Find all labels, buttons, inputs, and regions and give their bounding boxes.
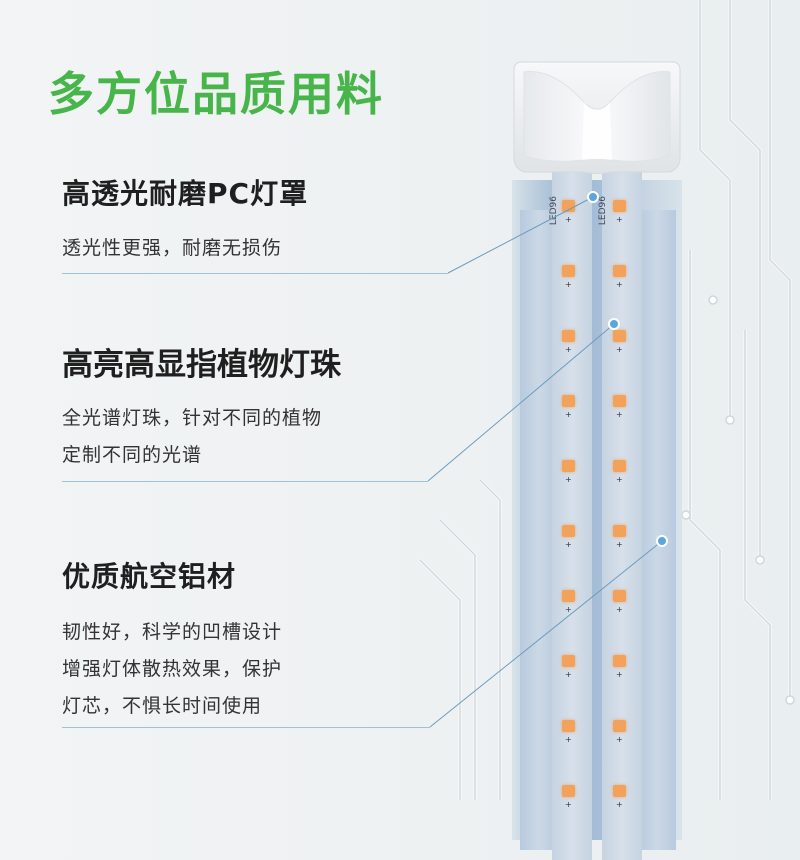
feature-desc-aluminum: 韧性好，科学的凹槽设计 增强灯体散热效果，保护 灯芯，不惧长时间使用 — [62, 614, 282, 725]
led-polarity-mark: + — [565, 735, 572, 744]
led-bead — [562, 655, 575, 667]
feature-desc-line: 灯芯，不惧长时间使用 — [62, 695, 263, 717]
led-polarity-mark: + — [565, 475, 572, 484]
led-bead — [613, 785, 626, 797]
led-polarity-mark: + — [616, 475, 623, 484]
led-polarity-mark: + — [565, 670, 572, 679]
led-bead — [562, 590, 575, 602]
led-bead — [562, 460, 575, 472]
led-bead — [562, 720, 575, 732]
led-polarity-mark: + — [616, 215, 623, 224]
led-bead — [613, 525, 626, 537]
headline: 多方位品质用料 — [48, 67, 384, 121]
tube-channel — [638, 210, 676, 850]
callout-dot — [587, 191, 599, 203]
feature-desc-led-beads: 全光谱灯珠，针对不同的植物 定制不同的光谱 — [62, 400, 322, 474]
led-polarity-mark: + — [565, 605, 572, 614]
led-bead — [613, 655, 626, 667]
feature-title-led-beads: 高亮高显指植物灯珠 — [62, 347, 341, 383]
divider-line — [62, 481, 428, 482]
divider-line — [62, 727, 430, 728]
strip-label-left: LED96 — [549, 196, 559, 226]
led-bead — [613, 330, 626, 342]
led-polarity-mark: + — [616, 410, 623, 419]
feature-desc-line: 定制不同的光谱 — [62, 444, 203, 466]
led-tube-image: LED96 LED96 + + + + + + + + + + + + + + + + + + + + — [512, 60, 682, 860]
led-bead — [613, 590, 626, 602]
led-polarity-mark: + — [616, 605, 623, 614]
led-bead — [562, 525, 575, 537]
callout-dot — [608, 318, 620, 330]
feature-title-pc-cover: 高透光耐磨PC灯罩 — [62, 177, 309, 210]
callout-dot — [656, 535, 668, 547]
feature-desc-pc-cover: 透光性更强，耐磨无损伤 — [62, 230, 282, 267]
feature-desc-line: 透光性更强，耐磨无损伤 — [62, 237, 283, 259]
led-polarity-mark: + — [565, 540, 572, 549]
led-polarity-mark: + — [565, 800, 572, 809]
led-bead — [613, 460, 626, 472]
led-polarity-mark: + — [616, 670, 623, 679]
led-bead — [562, 265, 575, 277]
tube-endcap — [513, 61, 681, 174]
tube-channel — [520, 210, 558, 850]
led-bead — [613, 265, 626, 277]
led-bead — [562, 200, 575, 212]
led-bead — [613, 200, 626, 212]
led-polarity-mark: + — [565, 345, 572, 354]
led-polarity-mark: + — [616, 800, 623, 809]
led-polarity-mark: + — [616, 345, 623, 354]
led-polarity-mark: + — [565, 215, 572, 224]
led-polarity-mark: + — [616, 735, 623, 744]
led-bead — [562, 330, 575, 342]
led-polarity-mark: + — [565, 410, 572, 419]
feature-desc-line: 全光谱灯珠，针对不同的植物 — [62, 407, 323, 429]
feature-desc-line: 增强灯体散热效果，保护 — [62, 658, 283, 680]
led-polarity-mark: + — [565, 280, 572, 289]
led-bead — [562, 785, 575, 797]
led-bead — [613, 720, 626, 732]
feature-title-aluminum: 优质航空铝材 — [62, 560, 237, 593]
divider-line — [62, 273, 448, 274]
led-bead — [562, 395, 575, 407]
feature-desc-line: 韧性好，科学的凹槽设计 — [62, 621, 283, 643]
strip-label-right: LED96 — [598, 196, 608, 226]
led-bead — [613, 395, 626, 407]
led-polarity-mark: + — [616, 540, 623, 549]
led-polarity-mark: + — [616, 280, 623, 289]
